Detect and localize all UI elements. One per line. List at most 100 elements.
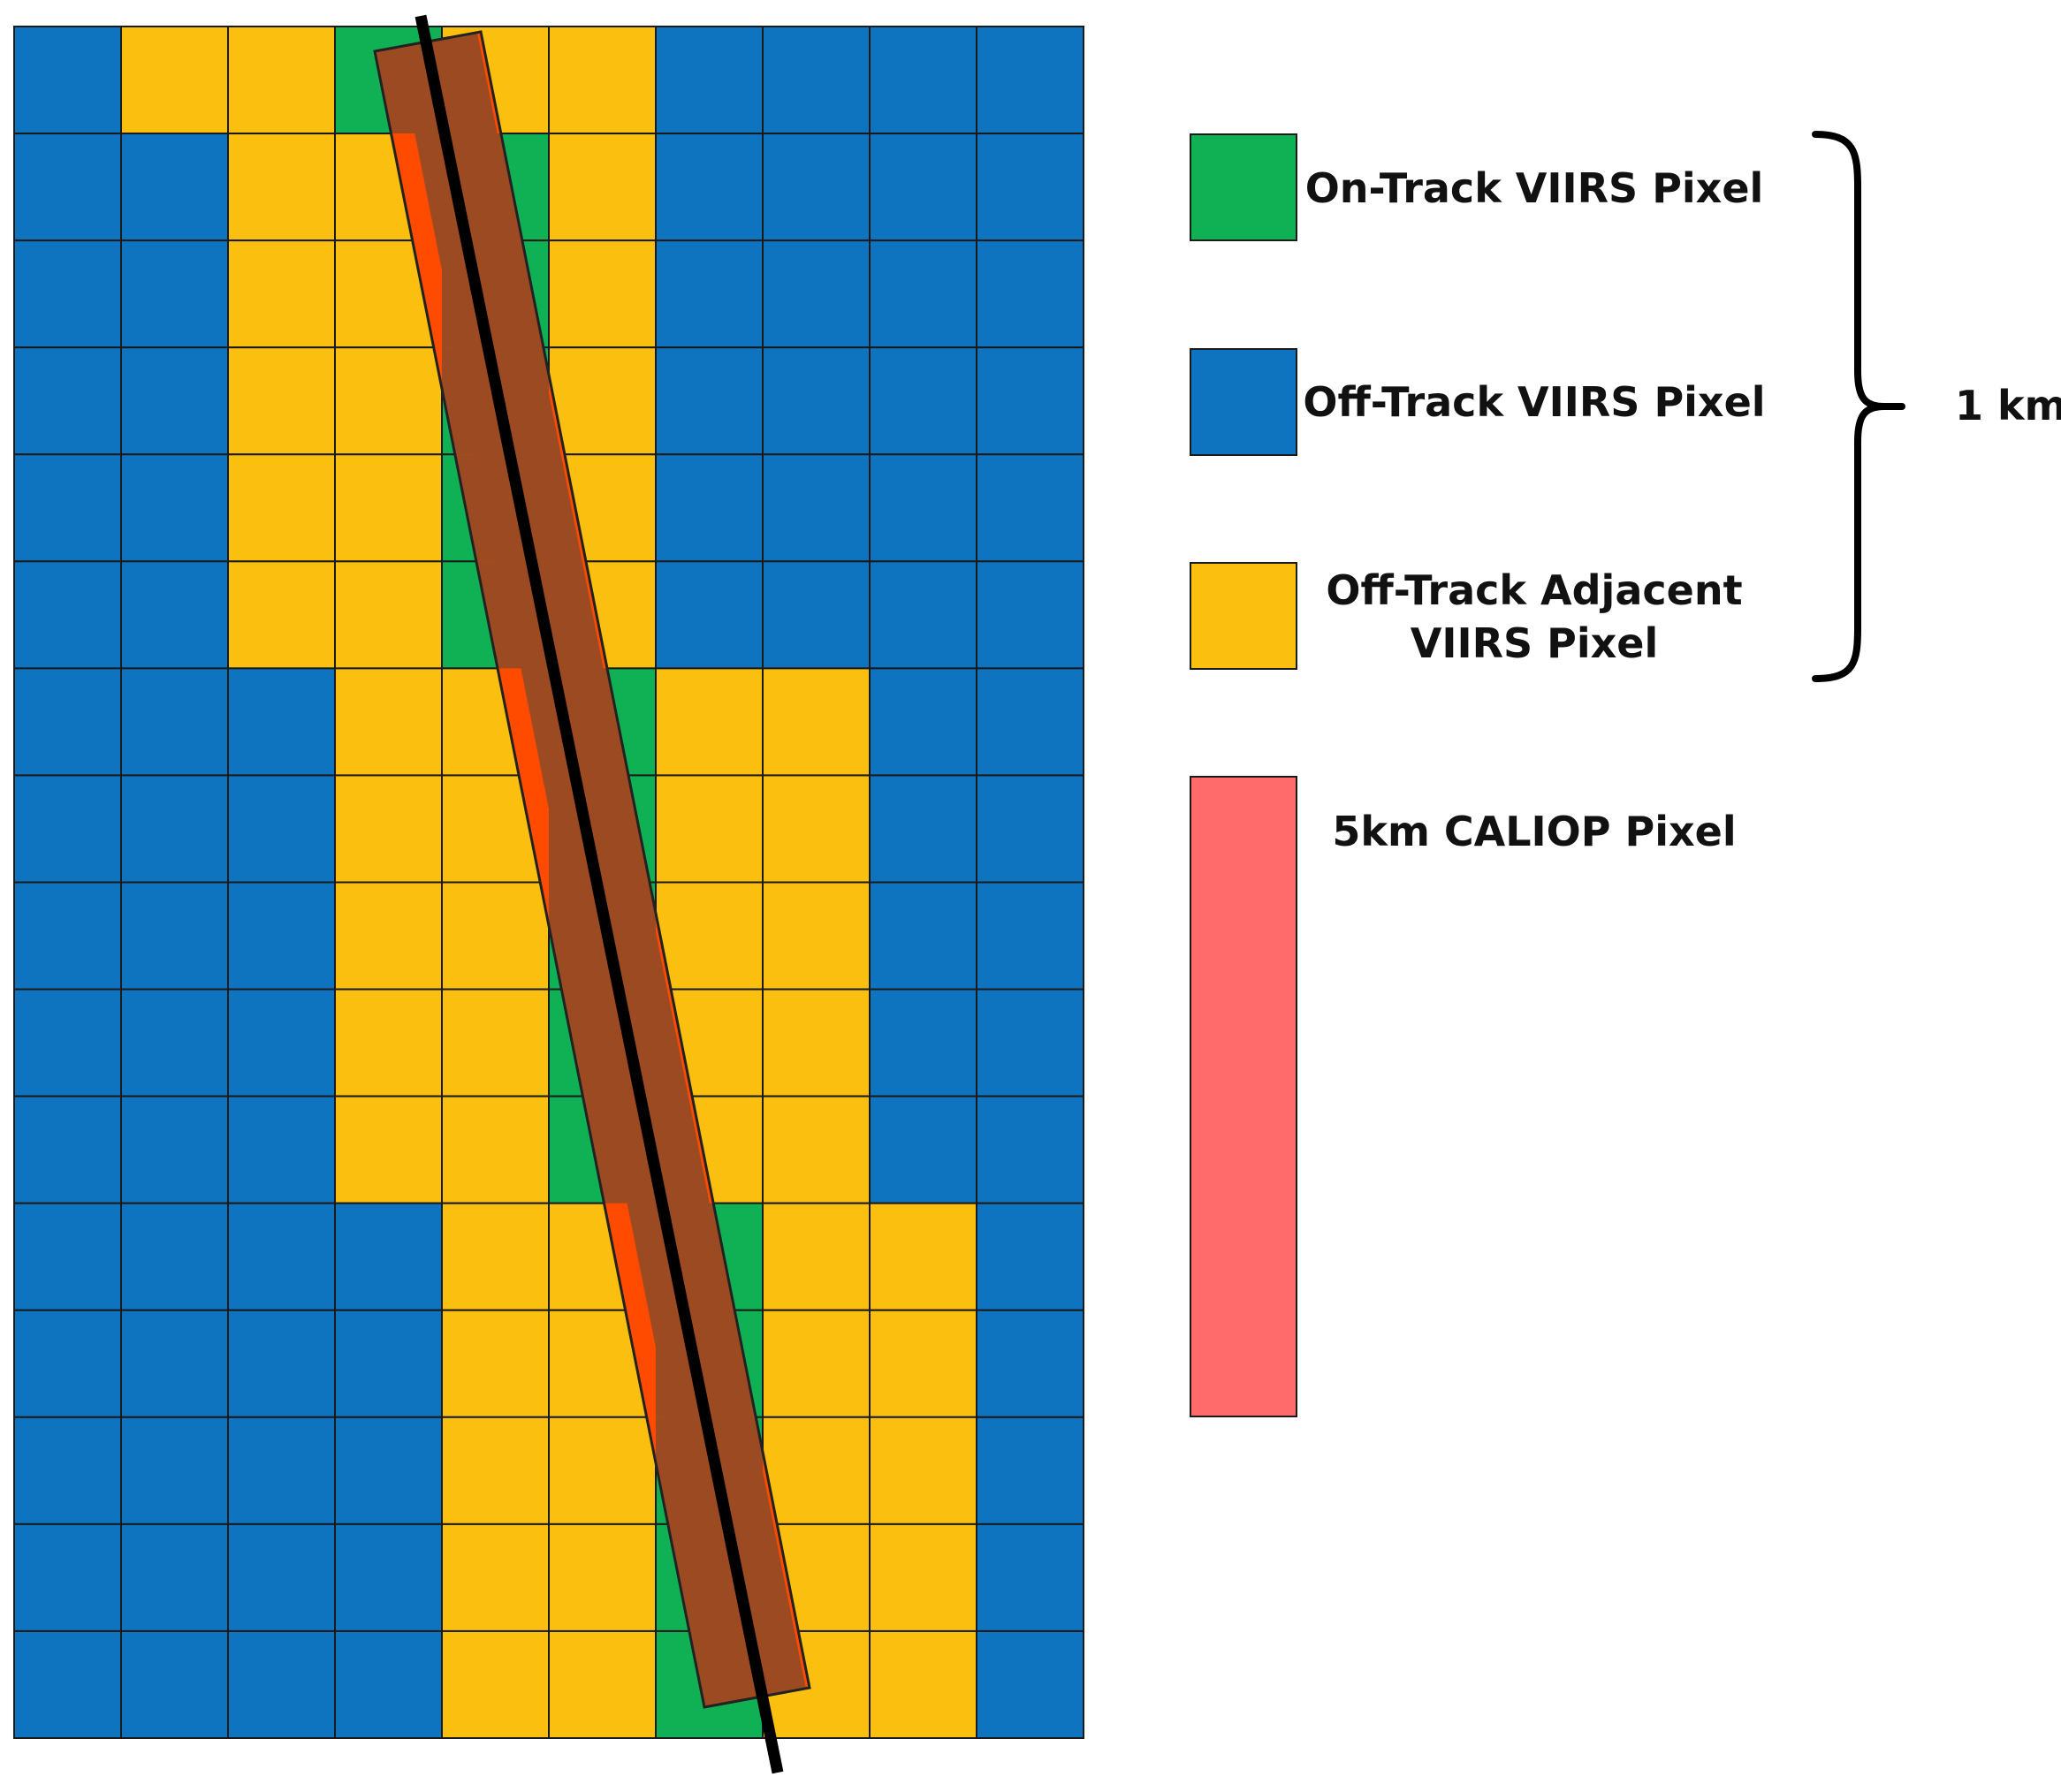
adjacent-cell xyxy=(227,26,336,135)
off-track-cell xyxy=(13,881,122,991)
band-core xyxy=(398,33,806,1704)
adjacent-cell xyxy=(869,1629,977,1739)
off-track-cell xyxy=(13,26,122,135)
off-track-cell xyxy=(120,988,229,1097)
off-track-cell xyxy=(655,560,764,670)
adjacent-cell xyxy=(227,133,336,242)
adjacent-cell xyxy=(334,346,443,456)
adjacent-label-line-1: Off-Track Adjacent xyxy=(1326,566,1743,614)
off-track-cell xyxy=(13,988,122,1097)
off-track-cell xyxy=(976,774,1084,884)
caliop-swatch xyxy=(1190,776,1297,1417)
off-track-cell xyxy=(120,774,229,884)
adjacent-cell xyxy=(227,346,336,456)
adjacent-cell xyxy=(762,988,871,1097)
off-track-cell xyxy=(13,1309,122,1418)
off-track-cell xyxy=(762,560,871,670)
adjacent-cell xyxy=(548,239,657,349)
adjacent-cell xyxy=(762,774,871,884)
adjacent-cell xyxy=(441,1416,550,1525)
off-track-cell xyxy=(976,133,1084,242)
off-track-cell xyxy=(13,667,122,777)
adjacent-cell xyxy=(334,667,443,777)
off-track-cell xyxy=(869,26,977,135)
off-track-cell xyxy=(869,133,977,242)
off-track-cell xyxy=(120,1629,229,1739)
off-track-cell xyxy=(227,1522,336,1632)
adjacent-swatch xyxy=(1190,562,1297,670)
adjacent-cell xyxy=(869,1522,977,1632)
off-track-cell xyxy=(13,560,122,670)
adjacent-cell xyxy=(548,133,657,242)
off-track-cell xyxy=(13,1202,122,1311)
scale-brace xyxy=(1812,131,1905,682)
off-track-cell xyxy=(227,881,336,991)
off-track-cell xyxy=(120,560,229,670)
adjacent-cell xyxy=(548,1416,657,1525)
off-track-cell xyxy=(976,881,1084,991)
off-track-cell xyxy=(869,346,977,456)
scale-label: 1 km xyxy=(1955,382,2061,429)
off-track-cell xyxy=(869,988,977,1097)
adjacent-cell xyxy=(548,1522,657,1632)
off-track-cell xyxy=(655,133,764,242)
adjacent-cell xyxy=(441,1309,550,1418)
off-track-cell xyxy=(13,239,122,349)
off-track-cell xyxy=(227,1202,336,1311)
off-track-cell xyxy=(976,346,1084,456)
off-track-cell xyxy=(976,667,1084,777)
off-track-cell xyxy=(334,1416,443,1525)
off-track-cell xyxy=(227,988,336,1097)
adjacent-cell xyxy=(762,1095,871,1204)
off-track-cell xyxy=(120,1202,229,1311)
off-track-cell xyxy=(120,881,229,991)
off-track-label: Off-Track VIIRS Pixel xyxy=(1264,376,1805,429)
off-track-cell xyxy=(655,346,764,456)
adjacent-cell xyxy=(334,1095,443,1204)
off-track-label-text: Off-Track VIIRS Pixel xyxy=(1303,378,1766,426)
off-track-cell xyxy=(869,560,977,670)
off-track-cell xyxy=(120,453,229,563)
adjacent-cell xyxy=(762,1309,871,1418)
adjacent-cell xyxy=(548,1629,657,1739)
adjacent-cell xyxy=(120,26,229,135)
off-track-cell xyxy=(13,1416,122,1525)
on-track-label-text: On-Track VIIRS Pixel xyxy=(1304,164,1764,212)
off-track-cell xyxy=(13,1095,122,1204)
off-track-swatch xyxy=(1190,348,1297,456)
adjacent-cell xyxy=(441,988,550,1097)
adjacent-label-line-2: VIIRS Pixel xyxy=(1410,619,1659,667)
off-track-cell xyxy=(120,133,229,242)
off-track-cell xyxy=(976,1202,1084,1311)
off-track-cell xyxy=(334,1202,443,1311)
off-track-cell xyxy=(120,1416,229,1525)
adjacent-cell xyxy=(762,881,871,991)
off-track-cell xyxy=(227,1095,336,1204)
off-track-cell xyxy=(976,1416,1084,1525)
off-track-cell xyxy=(120,1309,229,1418)
off-track-cell xyxy=(13,1522,122,1632)
off-track-cell xyxy=(120,1095,229,1204)
adjacent-cell xyxy=(655,774,764,884)
adjacent-cell xyxy=(334,988,443,1097)
adjacent-cell xyxy=(869,1309,977,1418)
caliop-label: 5km CALIOP Pixel xyxy=(1264,805,1805,858)
caliop-label-text: 5km CALIOP Pixel xyxy=(1332,808,1737,855)
adjacent-cell xyxy=(869,1202,977,1311)
off-track-cell xyxy=(334,1309,443,1418)
adjacent-cell xyxy=(227,239,336,349)
adjacent-cell xyxy=(441,881,550,991)
off-track-cell xyxy=(762,133,871,242)
off-track-cell xyxy=(976,1309,1084,1418)
adjacent-label: Off-Track Adjacent VIIRS Pixel xyxy=(1264,564,1805,670)
off-track-cell xyxy=(976,26,1084,135)
adjacent-cell xyxy=(441,1522,550,1632)
adjacent-cell xyxy=(334,453,443,563)
off-track-cell xyxy=(227,774,336,884)
adjacent-cell xyxy=(548,26,657,135)
off-track-cell xyxy=(655,26,764,135)
adjacent-cell xyxy=(762,1202,871,1311)
off-track-cell xyxy=(227,667,336,777)
off-track-cell xyxy=(976,1095,1084,1204)
off-track-cell xyxy=(762,453,871,563)
